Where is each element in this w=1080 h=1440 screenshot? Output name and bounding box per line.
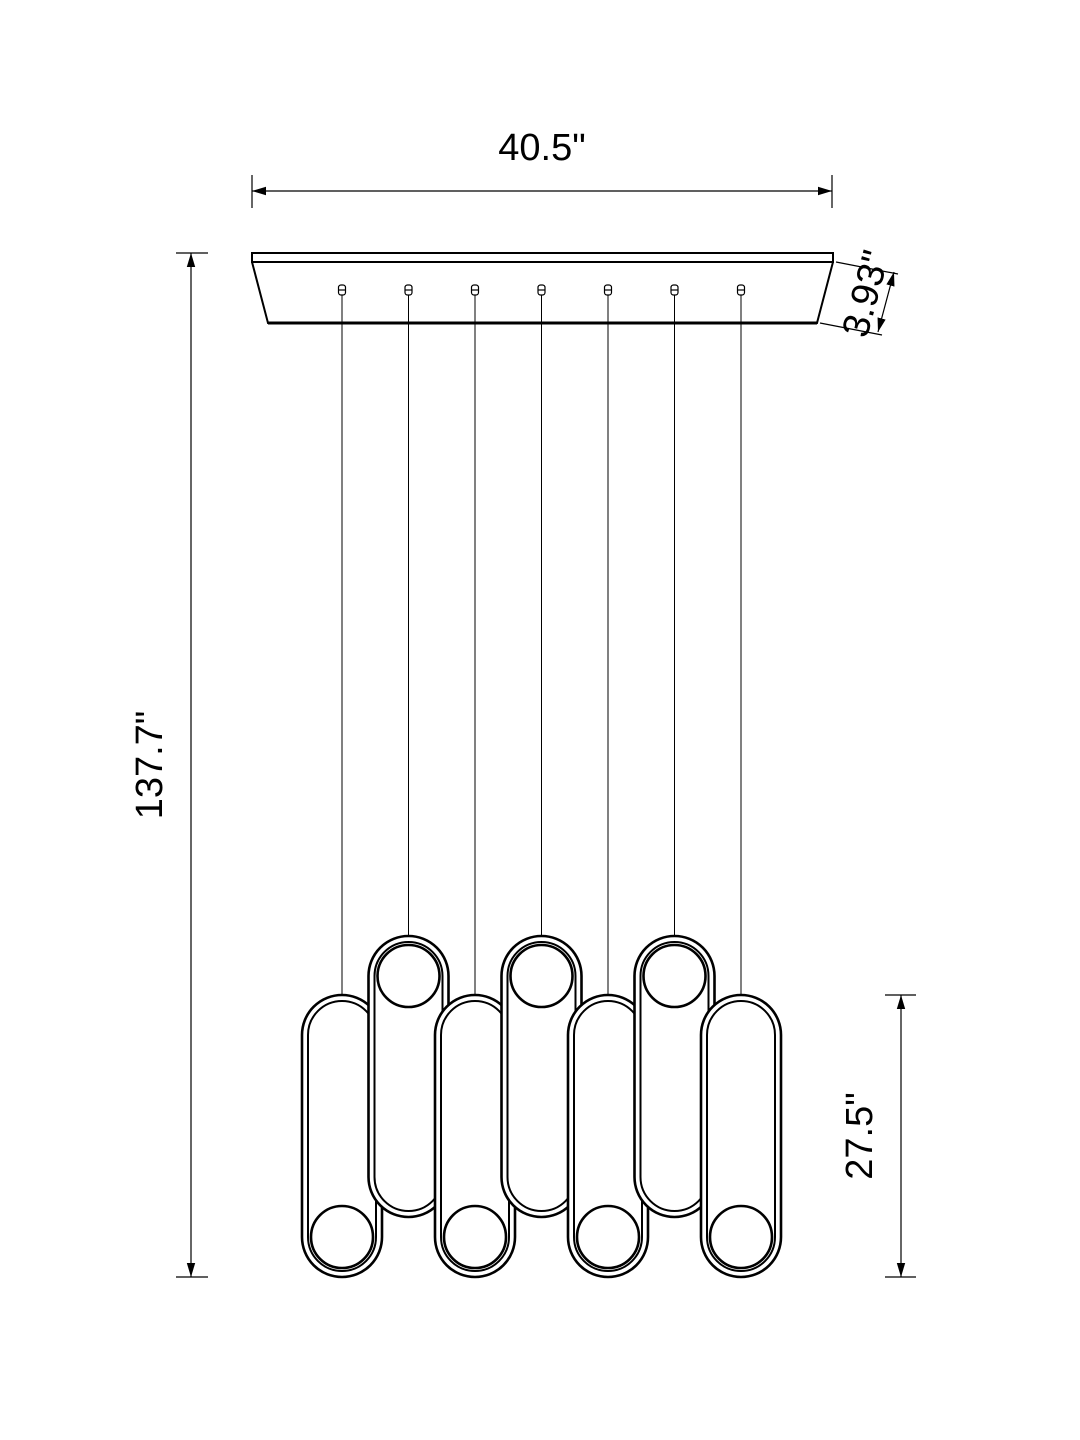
- depth-dimension-line: [877, 271, 895, 333]
- pendants: [300, 934, 783, 1279]
- pendant-loop: [300, 993, 384, 1279]
- canopy-mount-points: [337, 284, 746, 296]
- globe-shade: [509, 943, 574, 1009]
- pendant-loop: [699, 993, 783, 1279]
- suspension-cables: [341, 295, 742, 995]
- globe-shade: [642, 943, 707, 1009]
- globe-shade: [708, 1204, 774, 1270]
- pendant-loop: [367, 934, 450, 1219]
- loop-inner-frame: [706, 1000, 776, 1272]
- canopy: [251, 252, 834, 325]
- width-label: 40.5": [498, 127, 585, 169]
- canopy-body: [251, 261, 834, 324]
- fixture-height-dimension: 27.5": [839, 994, 916, 1278]
- pendant-loop: [633, 934, 716, 1219]
- fixture-height-label: 27.5": [839, 1092, 881, 1179]
- width-dimension: 40.5": [251, 127, 833, 208]
- globe-shade: [309, 1204, 375, 1270]
- globe-shade: [376, 943, 441, 1009]
- globe-shade: [575, 1204, 641, 1270]
- globe-shade: [442, 1204, 508, 1270]
- overall-height-label: 137.7": [129, 711, 171, 820]
- canopy-depth-dimension: 3.93": [819, 246, 899, 342]
- pendant-loop: [566, 993, 650, 1279]
- loop-outer-frame: [699, 993, 783, 1279]
- overall-height-dimension: 137.7": [129, 252, 208, 1278]
- depth-ext-bottom: [819, 322, 883, 336]
- canopy-top-plate: [251, 252, 834, 263]
